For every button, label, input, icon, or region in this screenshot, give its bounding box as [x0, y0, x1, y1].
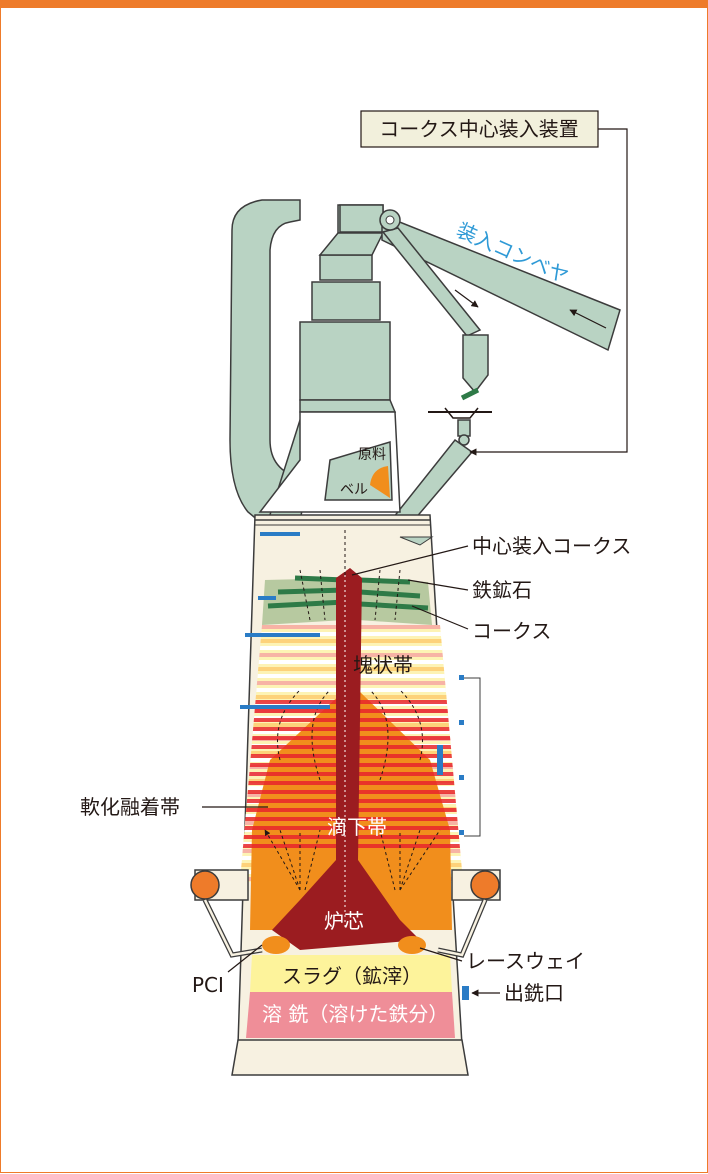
cohesive-zone-label: 軟化融着帯: [80, 795, 180, 819]
bell-label: ベル: [340, 482, 368, 498]
iron-ore-label: 鉄鉱石: [472, 578, 532, 602]
lumpy-zone-label: 塊状帯: [353, 653, 413, 677]
raceway-label: レースウェイ: [466, 949, 585, 973]
furnace-top-hopper: [300, 205, 395, 412]
coke-label: コークス: [472, 619, 551, 643]
dripping-zone-label: 滴下帯: [327, 815, 387, 839]
molten-iron-label: 溶 銑（溶けた鉄分）: [262, 1002, 448, 1026]
pci-label: PCI: [192, 973, 224, 997]
center-charged-coke-label: 中心装入コークス: [472, 534, 631, 558]
coke-charging-device-label: コークス中心装入装置: [379, 117, 578, 141]
slag-label: スラグ（鉱滓）: [282, 964, 422, 988]
charging-conveyor: [380, 210, 620, 350]
furnace-core-label: 炉芯: [324, 909, 364, 933]
coke-charging-device-box: コークス中心装入装置: [361, 111, 598, 147]
raw-material-label: 原料: [358, 447, 386, 463]
taphole-label: 出銑口: [504, 981, 564, 1005]
